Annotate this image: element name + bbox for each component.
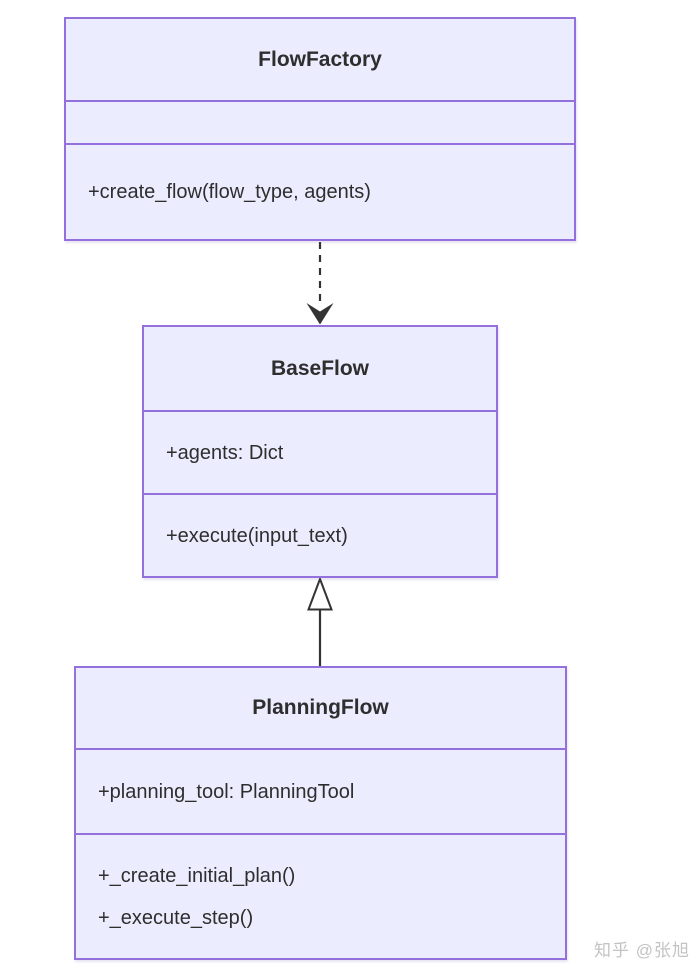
class-attribute: +agents: Dict xyxy=(166,441,284,464)
class-attributes-section: +agents: Dict xyxy=(144,410,496,493)
edge-flowfactory-baseflow xyxy=(306,242,334,325)
class-node-planningflow: PlanningFlow +planning_tool: PlanningToo… xyxy=(74,666,567,960)
class-attribute: +planning_tool: PlanningTool xyxy=(98,780,355,803)
class-title: PlanningFlow xyxy=(252,696,389,719)
class-title: BaseFlow xyxy=(270,356,370,380)
class-attributes-section: +planning_tool: PlanningTool xyxy=(76,748,565,833)
class-methods-section: +_create_initial_plan() +_execute_step() xyxy=(76,833,565,958)
class-method: +execute(input_text) xyxy=(166,524,348,547)
watermark-text: 知乎 @张旭 xyxy=(594,941,690,960)
class-node-flowfactory: FlowFactory +create_flow(flow_type, agen… xyxy=(64,17,576,241)
class-node-baseflow: BaseFlow +agents: Dict +execute(input_te… xyxy=(142,325,498,578)
class-methods-section: +create_flow(flow_type, agents) xyxy=(66,143,574,239)
class-method: +_execute_step() xyxy=(98,906,254,929)
edge-planningflow-baseflow xyxy=(307,576,333,666)
class-title: FlowFactory xyxy=(258,47,382,71)
inheritance-triangle-icon xyxy=(307,576,333,611)
dependency-arrowhead-icon xyxy=(306,303,334,325)
class-method: +_create_initial_plan() xyxy=(98,864,296,887)
class-methods-section: +execute(input_text) xyxy=(144,493,496,576)
class-attributes-section xyxy=(66,100,574,143)
class-method: +create_flow(flow_type, agents) xyxy=(88,181,371,203)
